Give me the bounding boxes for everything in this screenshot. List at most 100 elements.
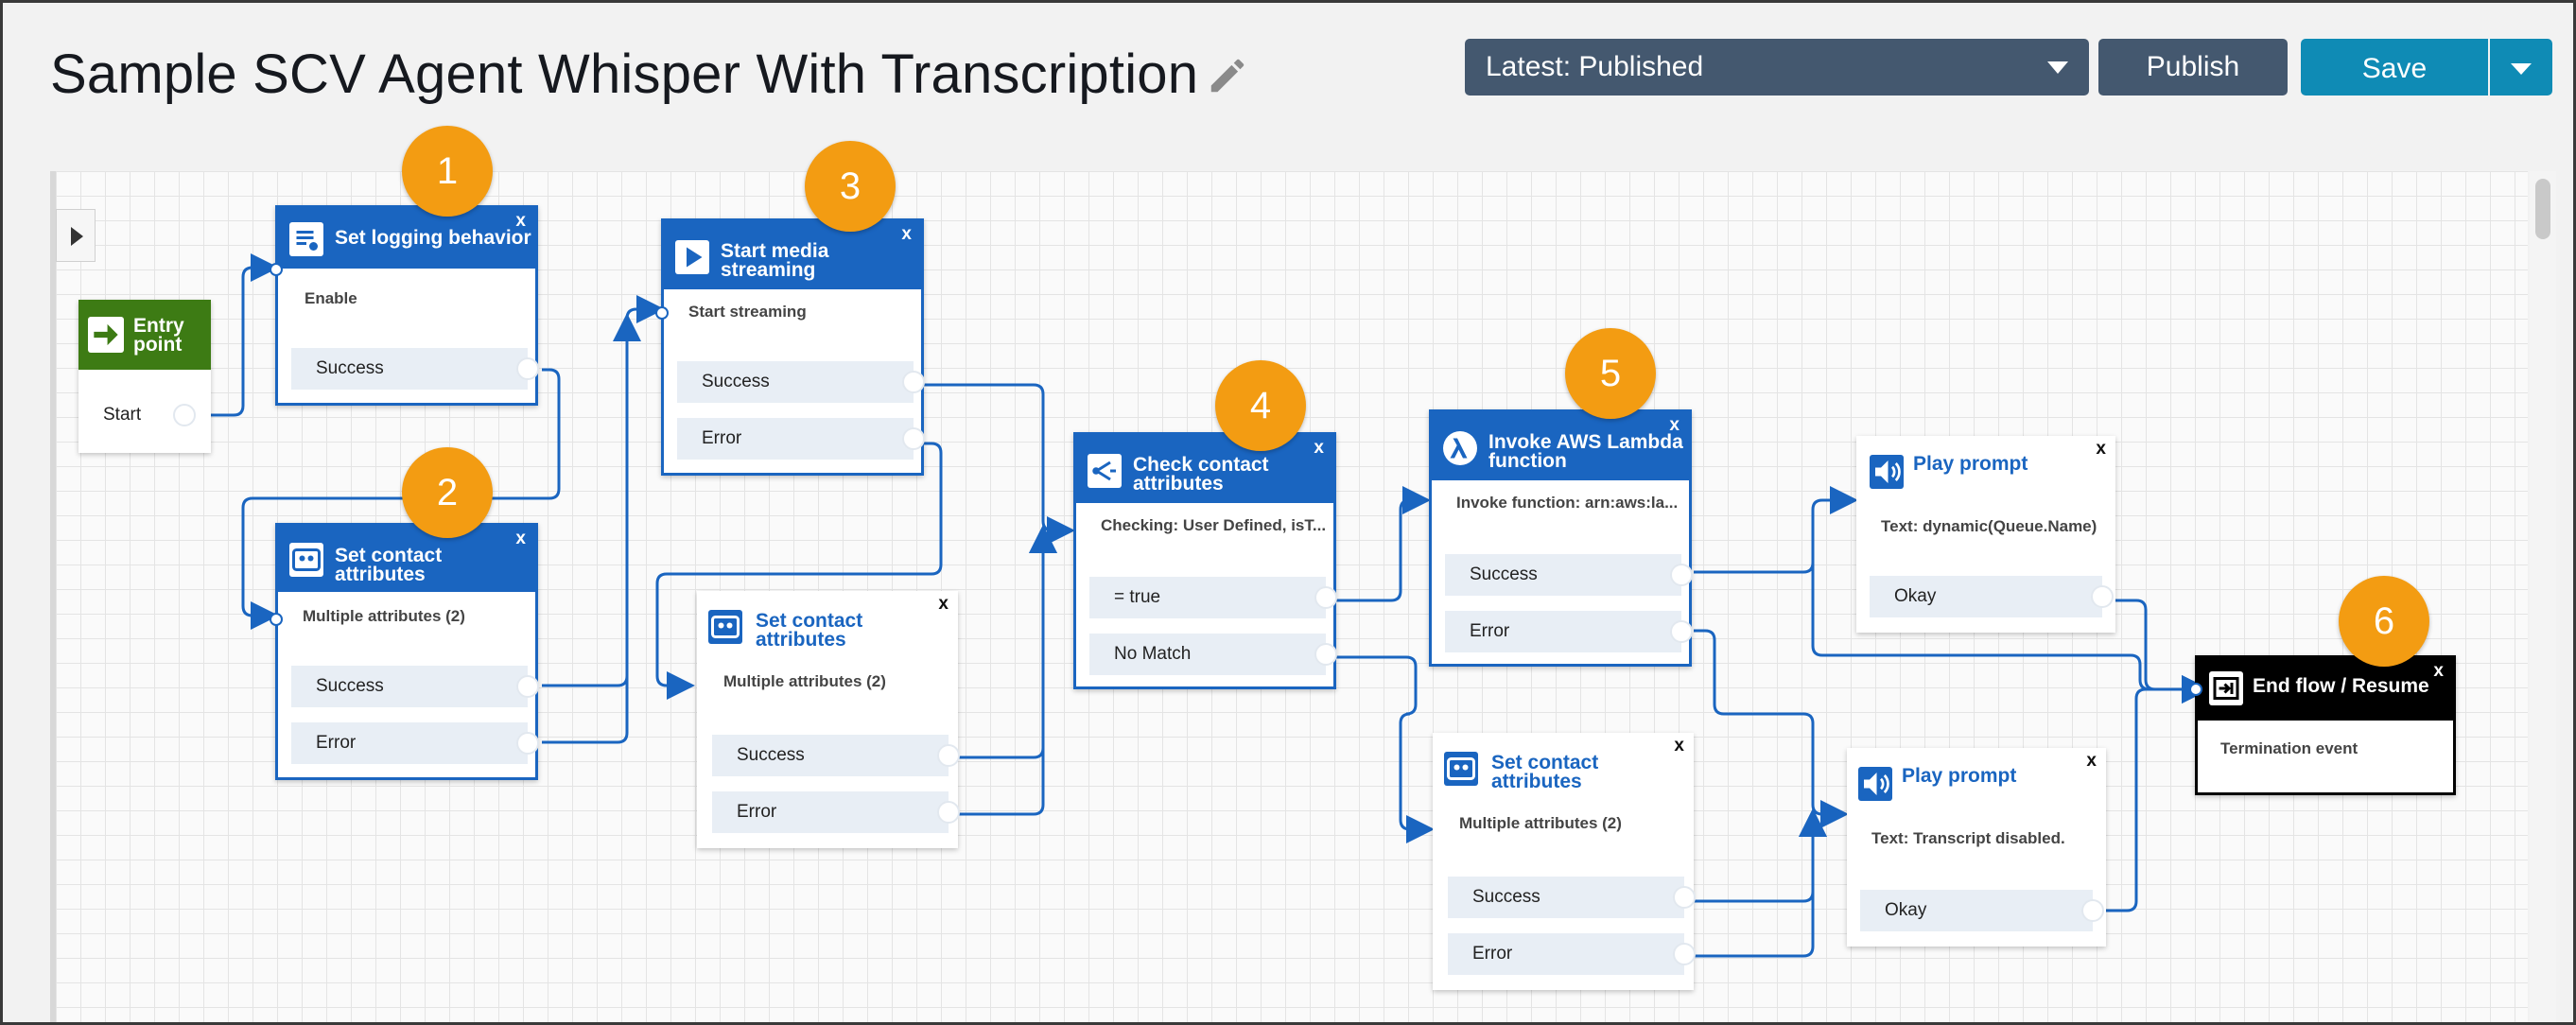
pencil-icon[interactable] <box>1206 54 1249 97</box>
output-port[interactable] <box>2091 585 2114 608</box>
output-port[interactable] <box>516 732 539 755</box>
close-block-button[interactable]: x <box>1314 438 1324 458</box>
set-contact-attributes-block[interactable]: Set contact attributes x Multiple attrib… <box>1433 733 1696 990</box>
branch-error[interactable]: Error <box>677 418 925 460</box>
branch-success[interactable]: Success <box>291 348 539 390</box>
end-flow-block[interactable]: End flow / Resume x Termination event <box>2189 655 2456 795</box>
output-port[interactable] <box>516 357 539 380</box>
block-description: Invoke function: arn:aws:la... <box>1456 494 1679 512</box>
branch-label: Start <box>103 405 142 425</box>
output-port[interactable] <box>173 404 196 426</box>
output-port[interactable] <box>937 744 960 767</box>
invoke-lambda-block[interactable]: Invoke AWS Lambda function x Invoke func… <box>1429 409 1693 667</box>
branch-no-match[interactable]: No Match <box>1089 634 1337 675</box>
check-contact-attributes-block[interactable]: Check contact attributes x Checking: Use… <box>1073 432 1337 689</box>
publish-button[interactable]: Publish <box>2098 39 2288 96</box>
vertical-scrollbar[interactable] <box>2530 171 2556 1022</box>
block-header: Set contact attributes x <box>278 526 535 592</box>
block-title: attributes <box>335 564 426 585</box>
output-port[interactable] <box>937 801 960 824</box>
block-description: Text: Transcript disabled. <box>1871 829 2065 847</box>
block-header: Start media streaming x <box>664 221 921 289</box>
branch-true[interactable]: = true <box>1089 577 1337 618</box>
block-title: attributes <box>1133 473 1224 495</box>
block-title: Check contact <box>1133 454 1269 476</box>
entry-point-block[interactable]: Entry point Start <box>78 300 211 453</box>
play-prompt-block[interactable]: Play prompt x Text: dynamic(Queue.Name) … <box>1856 436 2115 633</box>
output-port[interactable] <box>902 371 925 393</box>
output-port[interactable] <box>1670 564 1693 586</box>
block-header: Set contact attributes x <box>1433 733 1694 801</box>
play-prompt-block[interactable]: Play prompt x Text: Transcript disabled.… <box>1847 748 2106 947</box>
close-block-button[interactable]: x <box>1669 415 1680 435</box>
close-block-button[interactable]: x <box>2433 661 2444 681</box>
save-button[interactable]: Save <box>2301 39 2488 96</box>
branch-start[interactable]: Start <box>78 394 200 436</box>
branch-success[interactable]: Success <box>1448 877 1696 918</box>
input-port[interactable] <box>270 263 283 276</box>
block-title: streaming <box>721 259 816 281</box>
block-description: Multiple attributes (2) <box>723 672 886 690</box>
branch-label: Success <box>316 358 384 378</box>
branch-error[interactable]: Error <box>1448 933 1696 975</box>
step-badge: 2 <box>402 447 493 538</box>
branch-okay[interactable]: Okay <box>1860 890 2104 931</box>
output-port[interactable] <box>1314 643 1337 666</box>
step-badge: 1 <box>402 126 493 217</box>
branch-label: Okay <box>1885 900 1927 920</box>
block-title: Invoke AWS Lambda <box>1488 431 1683 453</box>
contact-card-icon <box>1444 752 1478 786</box>
branch-label: Success <box>737 745 805 765</box>
input-port[interactable] <box>2189 683 2202 696</box>
block-description: Text: dynamic(Queue.Name) <box>1881 517 2097 535</box>
start-media-streaming-block[interactable]: Start media streaming x Start streaming … <box>655 218 925 476</box>
block-title: Set contact <box>1491 752 1599 773</box>
chevron-down-icon <box>2047 61 2068 74</box>
branch-error[interactable]: Error <box>712 791 960 833</box>
set-contact-attributes-block[interactable]: Set contact attributes x Multiple attrib… <box>270 523 539 780</box>
block-title: Set contact <box>756 610 863 632</box>
log-settings-icon <box>289 222 323 256</box>
close-block-button[interactable]: x <box>901 224 912 244</box>
close-block-button[interactable]: x <box>1674 736 1684 756</box>
step-badge: 4 <box>1215 360 1306 451</box>
output-port[interactable] <box>1673 886 1696 909</box>
branch-error[interactable]: Error <box>291 722 539 764</box>
block-header: Play prompt x <box>1856 436 2115 498</box>
block-description: Multiple attributes (2) <box>1459 814 1622 832</box>
branch-success[interactable]: Success <box>712 735 960 776</box>
branch-error[interactable]: Error <box>1445 611 1693 652</box>
branch-label: Error <box>316 733 357 753</box>
branch-success[interactable]: Success <box>677 361 925 403</box>
close-block-button[interactable]: x <box>2086 751 2097 771</box>
block-header: Play prompt x <box>1847 748 2106 810</box>
branch-okay[interactable]: Okay <box>1870 576 2114 617</box>
output-port[interactable] <box>1670 620 1693 643</box>
close-block-button[interactable]: x <box>2096 439 2106 459</box>
version-select[interactable]: Latest: Published <box>1465 39 2089 96</box>
sidebar-toggle-button[interactable] <box>56 209 96 262</box>
close-block-button[interactable]: x <box>515 211 526 231</box>
branch-label: Success <box>1472 887 1540 907</box>
set-logging-behavior-block[interactable]: Set logging behavior x Enable Success <box>270 205 539 406</box>
block-description: Checking: User Defined, isT... <box>1101 516 1327 534</box>
block-header: Set contact attributes x <box>697 591 958 659</box>
output-port[interactable] <box>2081 899 2104 922</box>
output-port[interactable] <box>516 675 539 698</box>
set-contact-attributes-block[interactable]: Set contact attributes x Multiple attrib… <box>697 591 960 848</box>
branch-label: Error <box>1472 944 1513 964</box>
input-port[interactable] <box>270 613 283 626</box>
output-port[interactable] <box>902 427 925 450</box>
input-port[interactable] <box>655 306 669 320</box>
branch-success[interactable]: Success <box>291 666 539 707</box>
close-block-button[interactable]: x <box>938 594 949 614</box>
scrollbar-thumb[interactable] <box>2535 179 2550 239</box>
save-options-button[interactable] <box>2490 39 2552 96</box>
branch-success[interactable]: Success <box>1445 554 1693 596</box>
close-block-button[interactable]: x <box>515 529 526 548</box>
step-badge: 6 <box>2339 576 2429 667</box>
output-port[interactable] <box>1314 586 1337 609</box>
block-description: Enable <box>305 289 357 307</box>
output-port[interactable] <box>1673 943 1696 965</box>
branch-label: Success <box>316 676 384 696</box>
